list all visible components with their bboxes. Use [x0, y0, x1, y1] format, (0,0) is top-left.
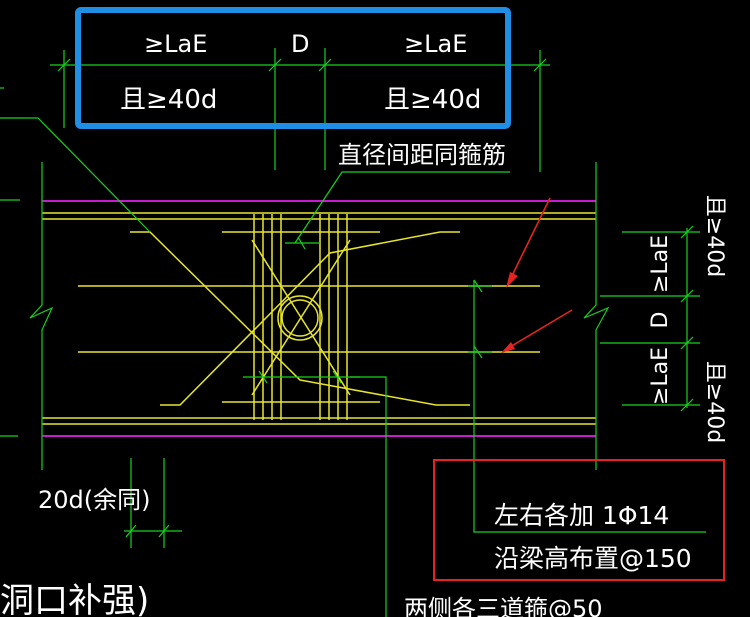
right-dim-upper-length-wrap: 且≥40d	[702, 195, 727, 277]
add-bars-note: 左右各加 1Φ14	[494, 501, 669, 530]
added-bar-mark-upper-tick	[473, 279, 483, 293]
right-dim-lower-length: 且≥40d	[702, 361, 727, 443]
break-line-left	[29, 162, 54, 470]
dimension-lines	[0, 48, 706, 617]
arrows	[504, 197, 573, 351]
stirrup-mark-top-tick	[297, 236, 306, 250]
rebar-group	[42, 212, 596, 425]
right-dim-upper-length: 且≥40d	[702, 195, 727, 277]
diagonal-bar-4	[251, 239, 351, 396]
leader-upper-left	[0, 117, 151, 233]
right-dim-tick-2	[680, 289, 694, 303]
top-dim-left-length: 且≥40d	[120, 85, 217, 115]
added-bar-mark-lower-tick	[473, 345, 483, 359]
right-dim-lower-length-wrap: 且≥40d	[702, 361, 727, 443]
top-dim-middle: D	[291, 30, 309, 58]
leader-side-stirrups	[350, 376, 387, 617]
arrow-1-head	[506, 272, 518, 288]
opening-circle-inner	[281, 299, 319, 337]
right-dim-middle: D	[648, 312, 673, 329]
top-dim-right-anchor: ≥LaE	[404, 30, 467, 58]
right-dim-tick-1	[680, 225, 694, 239]
along-height-note: 沿梁高布置@150	[494, 544, 692, 573]
stirrup-note: 直径间距同箍筋	[338, 141, 506, 169]
arrow-1-shaft	[507, 197, 551, 285]
top-dim-tick-4	[533, 58, 547, 72]
diagonal-bar-1	[130, 231, 470, 406]
right-dim-middle-wrap: D	[648, 312, 673, 329]
right-dim-tick-3	[680, 336, 694, 350]
highlight-box-blue	[75, 7, 511, 129]
arrow-heads	[501, 272, 518, 353]
top-dim-left-anchor: ≥LaE	[144, 30, 207, 58]
title-fragment: 洞口补强)	[0, 581, 149, 617]
drawing-text: ≥LaE D ≥LaE 且≥40d 且≥40d 直径间距同箍筋 20d(余同) …	[0, 30, 727, 617]
leader-added-bars	[473, 280, 706, 533]
lap-dim-tick-1	[125, 524, 137, 538]
stirrup-mark-bottom-tick-1	[258, 370, 268, 384]
right-dim-tick-4	[680, 398, 694, 412]
top-dim-tick-2	[268, 58, 282, 72]
top-dim-tick-1	[57, 58, 71, 72]
top-dim-right-length: 且≥40d	[384, 85, 481, 115]
break-line-right	[583, 162, 610, 470]
side-stirrups-note: 两侧各三道箍@50	[404, 595, 603, 617]
right-dim-upper-anchor-wrap: ≥LaE	[648, 235, 673, 293]
right-dim-upper-anchor: ≥LaE	[648, 235, 673, 293]
diagonal-bar-2	[160, 231, 460, 406]
arrow-2-head	[501, 342, 515, 353]
opening-circle-outer	[277, 295, 323, 341]
leader-stirrup-note	[294, 171, 510, 244]
lap-note: 20d(余同)	[38, 486, 151, 514]
right-dim-lower-anchor-wrap: ≥LaE	[648, 347, 673, 405]
lap-dim-tick-2	[158, 524, 170, 538]
beam-edges	[42, 200, 596, 437]
arrow-2-shaft	[504, 309, 573, 351]
right-dim-lower-anchor: ≥LaE	[648, 347, 673, 405]
stirrup-mark-bottom-tick-2	[332, 370, 342, 384]
highlight-box-red	[433, 459, 725, 581]
top-dim-tick-3	[318, 58, 332, 72]
